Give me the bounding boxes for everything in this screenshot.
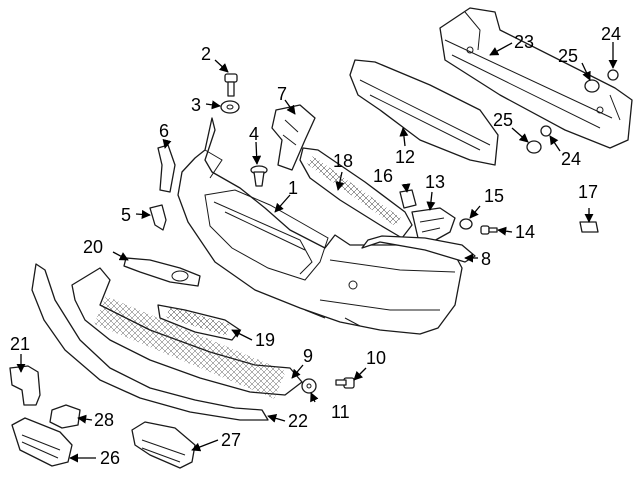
lower-grille-panel (71, 267, 303, 399)
washer-24-top (607, 69, 619, 81)
trim-panel (157, 144, 176, 193)
callout-15: 15 (484, 186, 504, 206)
side-bracket-8 (361, 235, 476, 263)
side-bracket-left (271, 104, 316, 171)
callout-5: 5 (121, 205, 131, 225)
spacer-15 (459, 218, 473, 230)
callout-labels: 1 2 3 4 5 6 7 8 9 10 11 12 13 14 15 16 1… (10, 24, 621, 468)
callout-7: 7 (277, 84, 287, 104)
mount-bracket-13 (411, 207, 456, 243)
bolt-2 (224, 73, 238, 97)
bolt-10 (335, 377, 355, 389)
callout-2: 2 (201, 44, 211, 64)
callout-11: 11 (331, 402, 350, 422)
lower-spoiler (31, 263, 269, 421)
callout-10: 10 (366, 348, 386, 368)
clip-17 (579, 221, 599, 233)
callout-14: 14 (515, 222, 535, 242)
clip-bracket (149, 204, 167, 231)
callout-20: 20 (83, 237, 103, 257)
callout-12: 12 (395, 147, 415, 167)
callout-1: 1 (288, 178, 298, 198)
callout-28: 28 (94, 410, 114, 430)
callout-23: 23 (514, 32, 534, 52)
callout-9: 9 (303, 346, 313, 366)
callout-6: 6 (159, 121, 169, 141)
screw-14 (480, 225, 498, 235)
callout-22: 22 (288, 411, 308, 431)
callout-16: 16 (373, 166, 393, 186)
callout-21: 21 (10, 334, 30, 354)
push-clip-4 (250, 165, 268, 187)
callout-25-top: 25 (558, 46, 578, 66)
washer-24-bottom (540, 125, 552, 137)
washer-3 (220, 100, 240, 114)
bumper-cover (177, 117, 463, 335)
impact-bar (439, 7, 633, 149)
callout-24-top: 24 (601, 24, 621, 44)
nut-25-top (584, 79, 600, 93)
nut-25-bottom (526, 140, 542, 154)
spoiler-bracket-21 (9, 365, 41, 406)
callout-19: 19 (255, 330, 275, 350)
callout-3: 3 (191, 95, 201, 115)
leader-lines (16, 42, 618, 463)
reflector-housing-right (131, 421, 196, 469)
energy-absorber (349, 59, 499, 166)
callout-27: 27 (221, 430, 241, 450)
callout-13: 13 (425, 172, 445, 192)
callout-26: 26 (100, 448, 120, 468)
callout-24-bottom: 24 (561, 149, 581, 169)
washer-11 (301, 378, 317, 394)
callout-25-bottom: 25 (493, 110, 513, 130)
bracket-16 (399, 189, 417, 209)
fog-lamp-grille-left (123, 257, 201, 287)
callout-8: 8 (481, 249, 491, 269)
callout-4: 4 (249, 124, 259, 144)
tow-bracket-28 (49, 404, 81, 429)
callout-17: 17 (578, 182, 598, 202)
callout-18: 18 (333, 151, 353, 171)
